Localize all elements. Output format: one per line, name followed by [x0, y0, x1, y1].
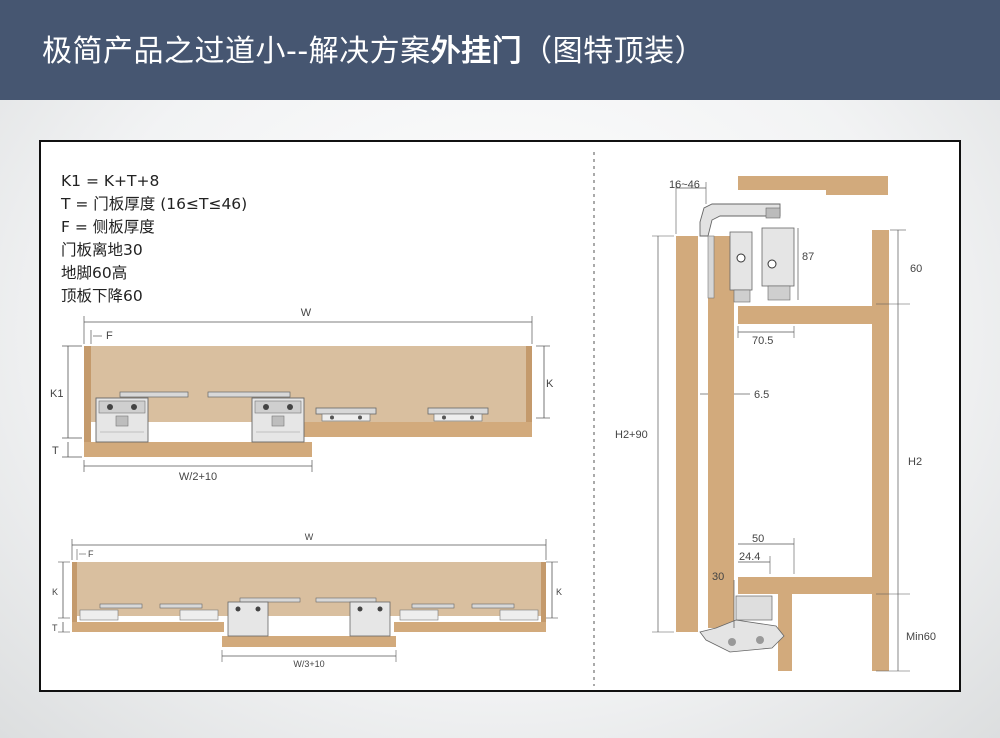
spec-door-clearance: 门板离地30: [61, 241, 143, 259]
spec-side-thickness: F = 侧板厚度: [61, 218, 155, 236]
bottom-shelf: [738, 577, 872, 594]
trolley-right: [427, 407, 489, 422]
dim-w-third: W/3+10: [293, 659, 324, 669]
dim-w: W: [301, 307, 312, 319]
dim-t: T: [52, 445, 59, 457]
top-plan-diagram: W F K1 T K W/2+10: [50, 307, 554, 483]
door-panel-outer: [676, 236, 698, 632]
trolley-left: [315, 407, 377, 422]
dim-24-4: 24.4: [739, 551, 760, 563]
title-bold: 外挂门: [430, 34, 523, 69]
dim-6-5: 6.5: [754, 389, 769, 401]
clamp-right: [251, 397, 305, 443]
spec-foot-height: 地脚60高: [61, 264, 127, 282]
side-panel: [872, 230, 889, 671]
side-panel-left: [84, 346, 91, 442]
plinth: [778, 594, 792, 671]
section-view: 16~46 87 60 70.5 6.5 H2+90 H2 50 24.4 30…: [615, 176, 936, 672]
page-title: 极简产品之过道小--解决方案外挂门（图特顶装）: [42, 26, 705, 70]
door-panel-inner: [708, 236, 734, 628]
door-middle: [222, 636, 396, 647]
dim-70-5: 70.5: [752, 335, 773, 347]
bottom-guide: [735, 595, 773, 621]
dim-k: K: [546, 378, 554, 390]
cabinet-body-3: [72, 562, 546, 616]
door-right: [394, 622, 546, 632]
dim-k-right: K: [556, 587, 562, 597]
dim-w-2: W: [305, 532, 314, 542]
front-door: [84, 442, 312, 457]
bottom-plan-diagram: W F K T K W/3+10: [52, 532, 562, 669]
dim-h2-90: H2+90: [615, 429, 648, 441]
dim-k-left: K: [52, 587, 58, 597]
title-main: 极简产品之过道小--解决方案: [42, 34, 431, 69]
top-shelf: [738, 306, 872, 324]
dim-50: 50: [752, 533, 764, 545]
clamp-left: [95, 397, 149, 443]
dim-f: F: [106, 330, 113, 342]
top-board: [738, 176, 888, 195]
top-rail-profile: [699, 203, 781, 237]
title-tail: （图特顶装）: [522, 34, 706, 69]
dim-t-2: T: [52, 623, 58, 633]
dim-60: 60: [910, 263, 922, 275]
clamp-mid-left: [227, 601, 269, 637]
dim-min60: Min60: [906, 631, 936, 643]
dim-30: 30: [712, 571, 724, 583]
dim-87: 87: [802, 251, 814, 263]
dim-f-2: F: [88, 549, 94, 559]
door-left: [72, 622, 224, 632]
side-panel-right: [526, 346, 532, 422]
dim-h2: H2: [908, 456, 922, 468]
spec-formula-k1: K1 = K+T+8: [61, 172, 159, 190]
header-bar: 极简产品之过道小--解决方案外挂门（图特顶装）: [0, 0, 1000, 100]
dim-w-half: W/2+10: [179, 471, 217, 483]
spec-door-thickness: T = 门板厚度 (16≤T≤46): [60, 195, 247, 213]
hanger-right: [761, 227, 795, 287]
dim-16-46: 16~46: [669, 179, 700, 191]
bottom-hardware: [699, 619, 785, 653]
dim-k1: K1: [50, 388, 63, 400]
clamp-mid-right: [349, 601, 391, 637]
spec-top-drop: 顶板下降60: [61, 287, 143, 305]
rear-door: [304, 422, 532, 437]
